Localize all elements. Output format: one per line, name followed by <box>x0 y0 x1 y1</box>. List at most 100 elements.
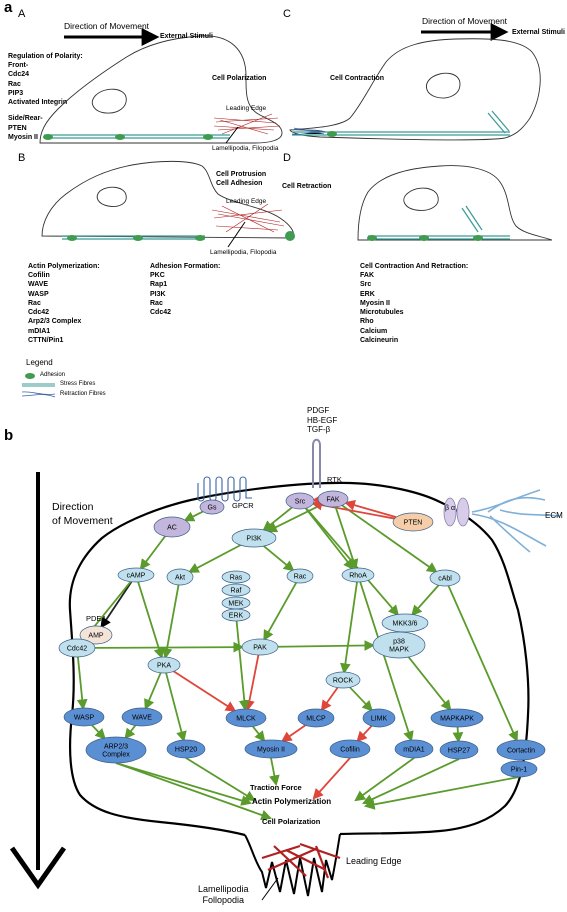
node-label-cabl: cAbl <box>438 576 452 583</box>
pde-label: PDE4 <box>86 614 106 623</box>
node-pka: PKA <box>147 656 181 674</box>
a-leading-edge-label: Leading Edge <box>226 105 267 112</box>
legend-adhesion: Adhesion <box>40 372 66 378</box>
list-item: FAK <box>360 272 374 280</box>
a-cell-outline <box>39 35 283 144</box>
list-item: Cofilin <box>28 272 50 280</box>
sub-a-label: A <box>18 8 26 20</box>
sub-b-label: B <box>18 152 26 164</box>
list-item: Rap1 <box>150 281 168 289</box>
node-label-hsp20: HSP20 <box>175 747 197 754</box>
b-leading-edge <box>244 833 341 897</box>
edge-camp-pka <box>137 581 165 660</box>
integrin-alpha <box>456 497 470 527</box>
node-mlcp: MLCP <box>297 708 335 728</box>
sub-d-label: D <box>283 152 291 164</box>
node-label-mek: MEK <box>228 601 244 608</box>
ligand-tgfb: TGF-β <box>307 425 331 435</box>
edge-to-outcome <box>115 762 273 821</box>
edge-gs-ac <box>183 510 204 522</box>
node-amp: AMP <box>79 625 113 645</box>
list-item: Calcium <box>360 327 388 335</box>
node-label-hsp27: HSP27 <box>448 748 470 755</box>
rtk-label: RTK <box>327 475 342 484</box>
edge-pka-wave <box>144 672 162 711</box>
node-pak: PAK <box>241 638 279 656</box>
edge-pka-mlck <box>173 670 237 712</box>
node-label-myosin: Myosin II <box>257 747 285 754</box>
edge-rhoa-rock <box>340 581 358 675</box>
node-limk: LIMK <box>362 708 396 728</box>
panel-b-label: b <box>4 427 14 444</box>
a-adhesion <box>43 134 53 140</box>
node-label-arp: ARP2/3 <box>104 744 128 751</box>
ligands-label: PDGF HB-EGF TGF-β <box>307 406 337 435</box>
list-item: Activated Integrin <box>8 99 68 107</box>
node-cdc42: Cdc42 <box>58 638 96 658</box>
node-ac: AC <box>153 516 191 538</box>
a-nucleus <box>92 88 127 114</box>
b-nucleus <box>96 186 127 207</box>
edge-to-outcome <box>115 762 253 806</box>
edge-to-outcome <box>362 758 460 805</box>
node-cortactin: Cortactin <box>496 739 546 761</box>
node-label-mdia: mDIA1 <box>403 747 425 754</box>
list-item: Cdc24 <box>8 71 30 79</box>
node-label-gs: Gs <box>208 505 217 512</box>
node-label-fak: FAK <box>326 497 340 504</box>
list-item: PTEN <box>8 124 27 132</box>
edge-pi3k-rac <box>263 545 295 572</box>
node-mapkapk: MAPKAPK <box>430 708 484 728</box>
c-nucleus <box>425 72 461 99</box>
node-rock: ROCK <box>325 671 361 689</box>
a-front-title: Regulation of Polarity: <box>8 53 83 60</box>
edge-src-mkk <box>305 507 400 617</box>
list-item: WAVE <box>28 281 49 289</box>
edge-akt-pka <box>161 584 180 660</box>
node-pin: Pin-1 <box>500 760 538 778</box>
d-cell-outline <box>357 165 553 241</box>
node-label-pten: PTEN <box>404 520 423 527</box>
list-item: Calcineurin <box>360 336 399 344</box>
filopodia-text: Follopodia <box>202 895 245 906</box>
list-item: PKC <box>150 272 165 280</box>
node-mdia: mDIA1 <box>394 739 434 759</box>
node-label-mlck: MLCK <box>236 716 256 723</box>
b-lamellipodia-label: Lamellipodia, Filopodia <box>210 249 277 256</box>
node-label-pka: PKA <box>157 663 171 670</box>
list-item: Actin Polymerization: <box>28 263 100 270</box>
edge-cdc42-pak <box>94 641 245 653</box>
edge-mlcp-myosin <box>280 724 306 743</box>
list-item: Myosin II <box>8 133 38 141</box>
edge-p38-mapkapk <box>407 656 452 712</box>
node-cabl: cAbl <box>429 569 461 587</box>
edge-erk-mlck <box>235 620 250 712</box>
node-label-mapkapk: MAPKAPK <box>440 716 474 723</box>
list-item: Rac <box>150 299 163 307</box>
b-title-1: Cell Protrusion <box>216 171 267 178</box>
list-item: PIP3 <box>8 89 24 97</box>
node-label-rhoa: RhoA <box>349 573 367 580</box>
d-nucleus <box>403 187 439 211</box>
c-cell-outline <box>289 38 541 141</box>
edge-ac-camp <box>139 535 166 571</box>
a-direction-label: Direction of Movement <box>64 21 150 31</box>
node-fak: FAK <box>317 490 349 508</box>
edge-rock-limk <box>349 686 373 712</box>
node-label-rock: ROCK <box>333 678 354 685</box>
list-item: Cell Contraction And Retraction: <box>360 263 469 270</box>
ecm-label: ECM <box>545 511 563 520</box>
node-cofilin: Cofilin <box>329 739 371 759</box>
node-gs: Gs <box>199 499 225 515</box>
node-label-wasp: WASP <box>74 715 95 722</box>
integrin-label: β α <box>445 505 456 512</box>
b-filopodia <box>261 842 341 879</box>
node-label-cdc42: Cdc42 <box>67 646 87 653</box>
edge-pka-hsp20 <box>165 672 187 743</box>
node-raf: Raf <box>221 583 251 597</box>
edge-rac-pak <box>263 582 298 642</box>
edge-to-outcome <box>185 757 256 802</box>
